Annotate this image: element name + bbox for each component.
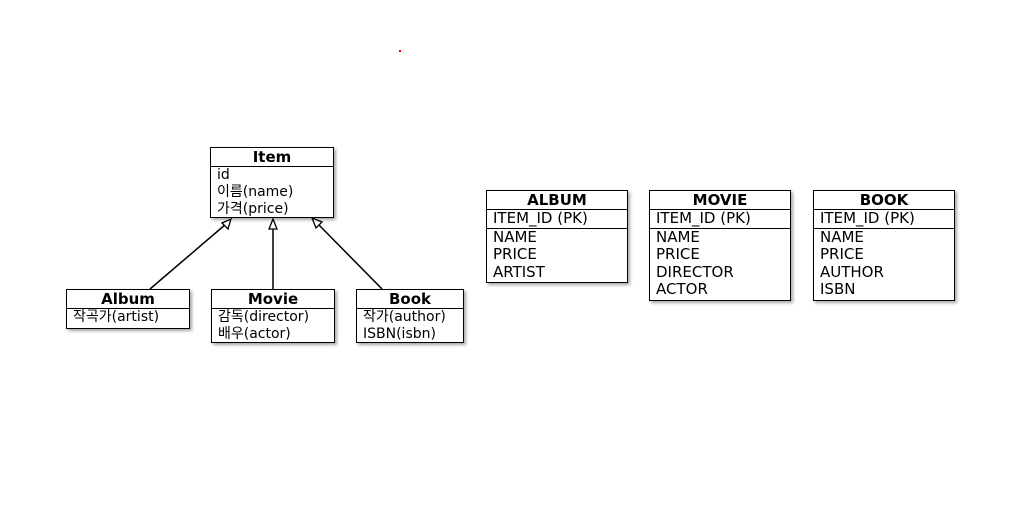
class-item-attr: id <box>217 167 230 183</box>
class-movie: Movie 감독(director) 배우(actor) <box>211 289 335 343</box>
class-movie-attr: 감독(director) <box>218 309 310 325</box>
table-book-pk-section: ITEM_ID (PK) <box>814 209 954 228</box>
class-album-attributes: 작곡가(artist) <box>67 309 189 326</box>
table-book-column: NAME <box>820 227 864 246</box>
class-book-attr: 작가(author) <box>363 309 446 325</box>
table-album-column: PRICE <box>493 245 537 263</box>
table-movie-pk: ITEM_ID (PK) <box>656 209 751 227</box>
table-movie-column: PRICE <box>656 245 700 263</box>
class-album-name: Album <box>67 290 189 309</box>
class-book-attributes: 작가(author) ISBN(isbn) <box>357 309 463 343</box>
table-album-pk-section: ITEM_ID (PK) <box>487 209 627 228</box>
red-dot-mark <box>399 50 401 52</box>
table-movie: MOVIE ITEM_ID (PK) NAME PRICE DIRECTOR A… <box>649 190 791 301</box>
generalization-arrowhead-album <box>220 217 233 231</box>
class-movie-name: Movie <box>212 290 334 309</box>
generalization-arrowhead-book <box>310 216 324 230</box>
table-book: BOOK ITEM_ID (PK) NAME PRICE AUTHOR ISBN <box>813 190 955 301</box>
table-movie-column: DIRECTOR <box>656 262 734 281</box>
class-item-name: Item <box>211 148 333 167</box>
class-book-name: Book <box>357 290 463 309</box>
table-album-columns: NAME PRICE ARTIST <box>487 227 627 282</box>
table-album: ALBUM ITEM_ID (PK) NAME PRICE ARTIST <box>486 190 628 283</box>
generalization-book <box>317 223 383 290</box>
class-item-attr: 가격(price) <box>217 201 289 217</box>
table-movie-column: ACTOR <box>656 280 708 298</box>
class-item-attr: 이름(name) <box>217 184 294 200</box>
table-album-column: NAME <box>493 227 537 246</box>
table-movie-pk-section: ITEM_ID (PK) <box>650 209 790 228</box>
table-book-columns: NAME PRICE AUTHOR ISBN <box>814 227 954 299</box>
table-movie-name: MOVIE <box>650 191 790 210</box>
class-album-attr: 작곡가(artist) <box>73 309 160 325</box>
class-book: Book 작가(author) ISBN(isbn) <box>356 289 464 343</box>
table-album-name: ALBUM <box>487 191 627 210</box>
table-movie-column: NAME <box>656 227 700 246</box>
table-movie-columns: NAME PRICE DIRECTOR ACTOR <box>650 227 790 299</box>
table-album-pk: ITEM_ID (PK) <box>493 209 588 227</box>
class-album: Album 작곡가(artist) <box>66 289 190 329</box>
class-item: Item id 이름(name) 가격(price) <box>210 147 334 218</box>
class-book-attr: ISBN(isbn) <box>363 326 436 342</box>
generalization-arrowhead-movie <box>268 217 278 230</box>
class-movie-attr: 배우(actor) <box>218 326 291 342</box>
class-item-attributes: id 이름(name) 가격(price) <box>211 167 333 218</box>
table-book-column: PRICE <box>820 245 864 263</box>
table-book-column: ISBN <box>820 280 856 298</box>
table-book-column: AUTHOR <box>820 262 884 281</box>
class-movie-attributes: 감독(director) 배우(actor) <box>212 309 334 343</box>
table-album-column: ARTIST <box>493 262 545 281</box>
table-book-name: BOOK <box>814 191 954 210</box>
table-book-pk: ITEM_ID (PK) <box>820 209 915 227</box>
generalization-album <box>149 223 227 290</box>
